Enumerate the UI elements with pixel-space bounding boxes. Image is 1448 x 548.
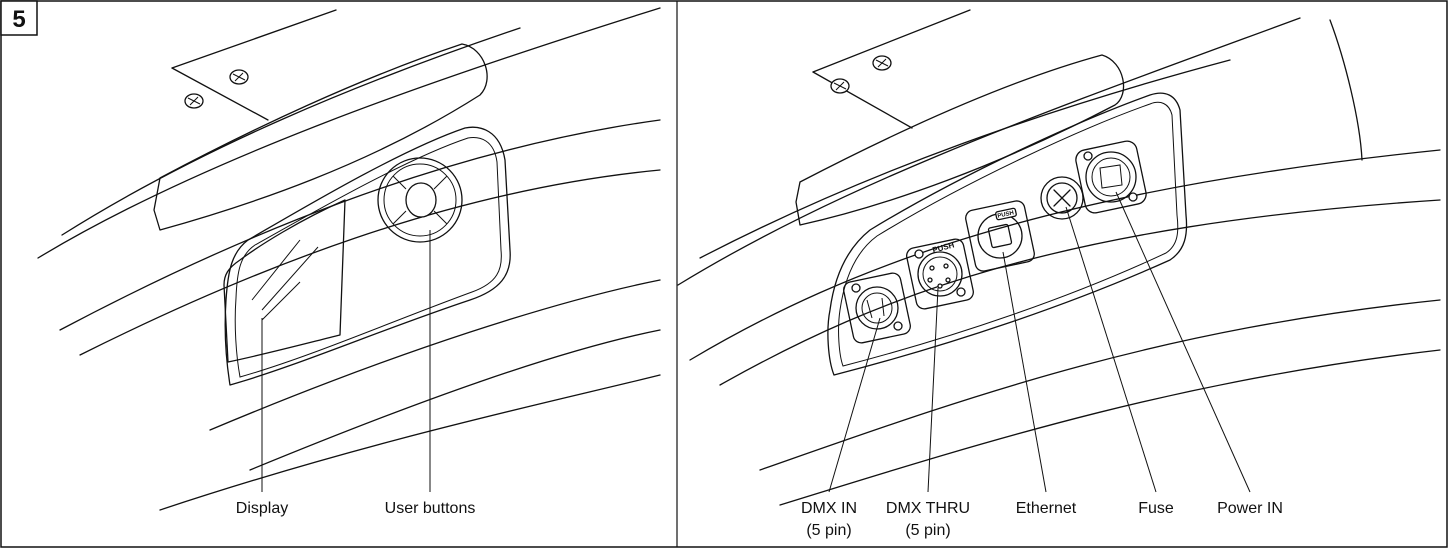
connector-panel-frame — [827, 92, 1188, 376]
top-slot — [153, 43, 488, 231]
top-slot — [795, 54, 1125, 226]
screw-icon — [229, 69, 249, 85]
label-power-in: Power IN — [1217, 500, 1283, 517]
label-ethernet: Ethernet — [1016, 500, 1077, 517]
label-dmx-in-pins: (5 pin) — [806, 522, 851, 539]
user-buttons-cluster — [377, 157, 463, 243]
fuse-holder — [1040, 176, 1084, 220]
display-screen — [223, 199, 346, 363]
right-panel: PUSH PUSH — [677, 9, 1441, 539]
power-in-connector — [1075, 140, 1147, 214]
dmx-thru-connector: PUSH — [906, 238, 974, 310]
label-dmx-thru: DMX THRU — [886, 500, 970, 517]
dmx-in-connector — [843, 272, 911, 344]
ethernet-connector: PUSH — [965, 200, 1035, 272]
screw-icon — [184, 93, 204, 109]
figure-number-box: 5 — [0, 0, 38, 36]
label-display: Display — [236, 500, 288, 517]
left-panel: Display User buttons — [37, 7, 661, 517]
label-fuse: Fuse — [1138, 500, 1174, 517]
label-dmx-thru-pins: (5 pin) — [905, 522, 950, 539]
push-latch-text: PUSH — [997, 210, 1015, 219]
display-glare — [251, 239, 319, 321]
label-user-buttons: User buttons — [385, 500, 476, 517]
display-window-frame — [224, 126, 511, 386]
screw-icon — [830, 78, 850, 94]
label-dmx-in: DMX IN — [801, 500, 857, 517]
screw-icon — [872, 55, 892, 71]
figure-number: 5 — [12, 6, 25, 33]
